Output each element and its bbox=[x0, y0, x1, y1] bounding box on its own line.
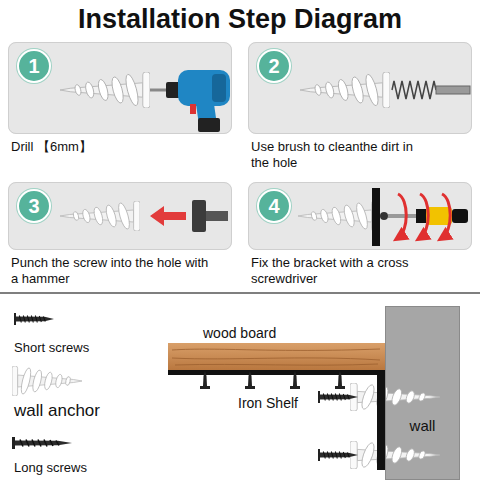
drill-chuck bbox=[166, 82, 180, 98]
screwdriver-collar bbox=[416, 209, 426, 223]
title-holder: Installation Step Diagram bbox=[0, 3, 480, 35]
wall-label: wall bbox=[386, 417, 459, 435]
anchor-icon bbox=[60, 201, 140, 231]
drill-motor bbox=[212, 74, 226, 102]
panel-ground bbox=[248, 42, 472, 134]
step-caption: Use brush to cleanthe dirt in the hole bbox=[251, 139, 429, 171]
turn-arrow bbox=[420, 194, 428, 238]
board-body bbox=[168, 343, 385, 370]
turn-arrows bbox=[398, 194, 450, 238]
hammer-head bbox=[192, 200, 206, 232]
long-screw bbox=[318, 391, 358, 403]
screwdriver-end bbox=[452, 209, 468, 223]
shelf-arm bbox=[168, 370, 385, 375]
long-screw bbox=[12, 437, 72, 449]
wood-grain bbox=[172, 349, 380, 365]
short-screw bbox=[245, 371, 255, 389]
wall-anchor bbox=[350, 383, 440, 411]
step-panel: Punch the screw into the hole with a ham… bbox=[8, 182, 232, 250]
push-arrow bbox=[150, 206, 186, 226]
hammer-handle bbox=[206, 211, 228, 221]
step-number-circle: 3 bbox=[17, 189, 51, 223]
drill-grip bbox=[198, 118, 220, 132]
step-caption: Fix the bracket with a cross screwdriver bbox=[251, 255, 451, 287]
anchor-icon bbox=[60, 72, 150, 108]
panel-ground bbox=[8, 182, 232, 250]
anchor-icon bbox=[300, 72, 390, 108]
anchor-icon bbox=[298, 201, 378, 231]
step-number-circle: 2 bbox=[257, 49, 291, 83]
turn-arrow bbox=[442, 194, 450, 238]
label-holder: Short screws bbox=[14, 340, 89, 356]
step-number-circle: 1 bbox=[17, 49, 51, 83]
panel-grounds bbox=[8, 42, 472, 250]
anchor-icon bbox=[60, 72, 150, 108]
drill-trigger bbox=[190, 104, 196, 114]
screw-head bbox=[380, 212, 388, 220]
part-label: Long screws bbox=[14, 460, 87, 476]
short-screw bbox=[14, 313, 54, 325]
drill-body bbox=[178, 70, 230, 106]
part-label: wall anchor bbox=[14, 401, 100, 421]
long-screw bbox=[318, 449, 358, 461]
shelf-upright bbox=[377, 370, 385, 470]
short-screw bbox=[335, 371, 345, 389]
step-number: 1 bbox=[19, 51, 49, 81]
step-number: 4 bbox=[259, 191, 289, 221]
iron-shelf bbox=[168, 370, 385, 470]
step-panel: Fix the bracket with a cross screwdriver… bbox=[248, 182, 472, 250]
diagram-title: Installation Step Diagram bbox=[0, 3, 480, 35]
anchor-icon bbox=[300, 72, 390, 108]
panel-ground bbox=[8, 42, 232, 134]
drill-bit bbox=[150, 89, 168, 92]
separator-line bbox=[0, 292, 480, 294]
step-number: 2 bbox=[259, 51, 289, 81]
bracket-plate bbox=[372, 188, 380, 246]
step-number-circle: 4 bbox=[257, 189, 291, 223]
step-number: 3 bbox=[19, 191, 49, 221]
anchor-icon bbox=[60, 201, 140, 231]
wall-region: wall bbox=[385, 306, 460, 480]
wall-anchor bbox=[12, 366, 82, 396]
brush-handle bbox=[436, 86, 470, 94]
part-label: Short screws bbox=[14, 340, 89, 356]
step-caption: Punch the screw into the hole with a ham… bbox=[11, 255, 211, 287]
wood-board bbox=[168, 343, 385, 370]
screwdriver-shaft bbox=[388, 214, 416, 218]
brush-bristles bbox=[392, 81, 436, 99]
short-screw bbox=[290, 371, 300, 389]
hammer-icon bbox=[192, 200, 228, 232]
label-holder: wall anchor bbox=[14, 401, 100, 421]
panel-ground bbox=[248, 182, 472, 250]
label-holder: Long screws bbox=[14, 460, 87, 476]
wall-anchor bbox=[350, 441, 440, 469]
label-holder: Iron Shelf bbox=[238, 395, 298, 412]
step-panel: Drill 【6mm】1 bbox=[8, 42, 232, 134]
screwdriver-handle bbox=[426, 207, 452, 225]
brush-icon bbox=[392, 81, 470, 99]
label-holder: wood board bbox=[203, 325, 276, 342]
part-label: Iron Shelf bbox=[238, 395, 298, 412]
step-caption: Drill 【6mm】 bbox=[11, 139, 221, 155]
drill-icon bbox=[150, 70, 230, 132]
part-label: wood board bbox=[203, 325, 276, 342]
short-screw bbox=[200, 371, 210, 389]
anchor-icon bbox=[298, 201, 378, 231]
step-panel: Use brush to cleanthe dirt in the hole2 bbox=[248, 42, 472, 134]
short-screws bbox=[200, 371, 345, 389]
turn-arrow bbox=[398, 194, 406, 238]
